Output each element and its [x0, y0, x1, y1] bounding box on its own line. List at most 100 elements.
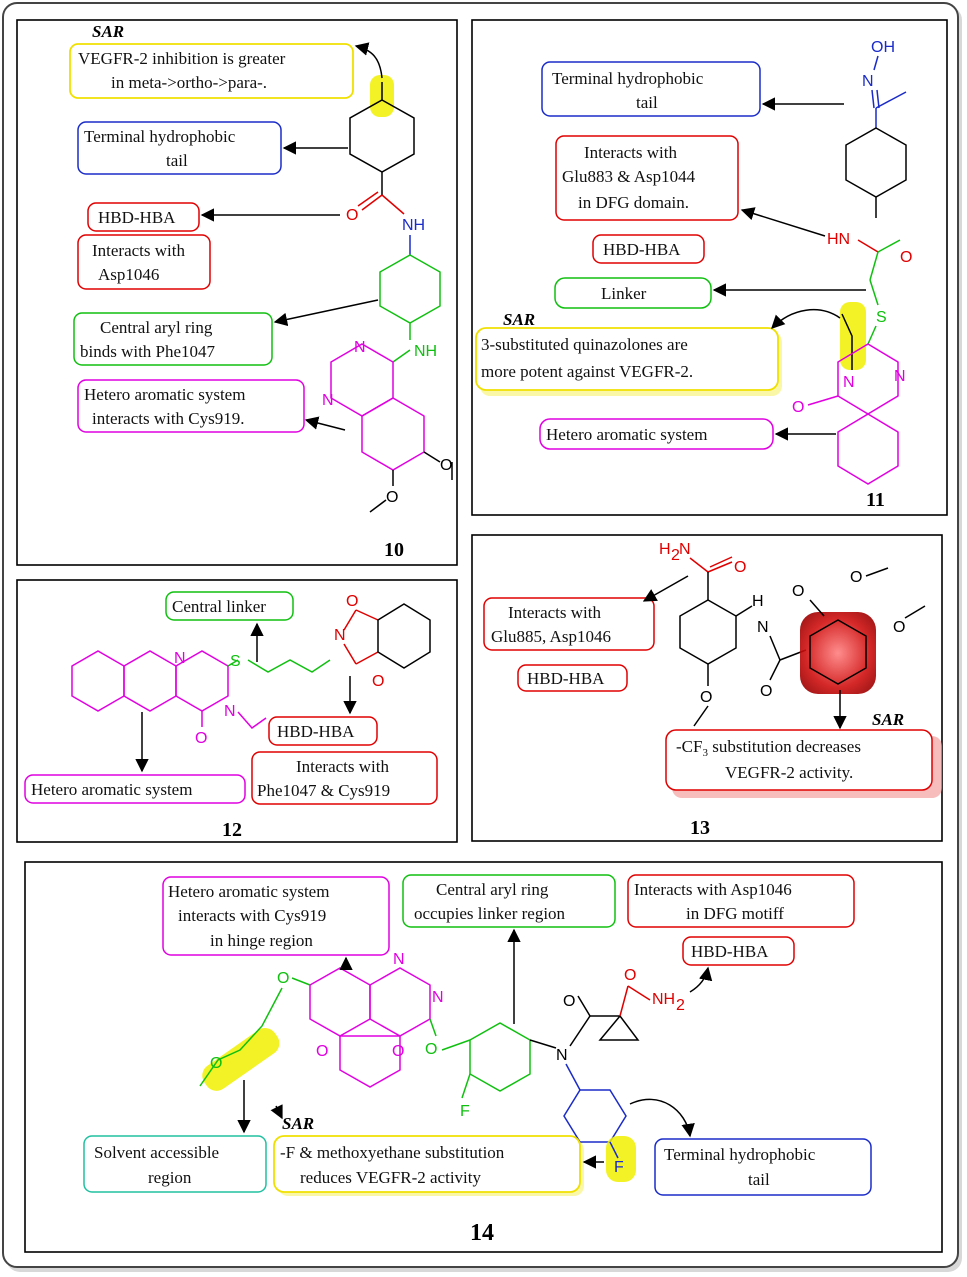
p13-glu-line1: Interacts with	[508, 603, 601, 622]
p11-glu-line2: Glu883 & Asp1044	[562, 167, 696, 186]
p11-atom-hn: HN	[827, 231, 850, 248]
panel-12-border	[16, 579, 458, 843]
p13-atom-o2: O	[700, 689, 712, 706]
p11-tail-line1: Terminal hydrophobic	[552, 69, 704, 88]
p11-sar-line2: more potent against VEGFR-2.	[481, 362, 693, 381]
p13-atom-h: H	[659, 541, 671, 558]
p12-atom-o1: O	[195, 730, 207, 747]
p14-tail-line2: tail	[748, 1170, 770, 1189]
p10-hbd-box	[87, 202, 200, 232]
p10-central-line2: binds with Phe1047	[80, 342, 216, 361]
p12-ring-phthal	[377, 603, 431, 669]
p10-asp-line1: Interacts with	[92, 241, 185, 260]
p10-atom-nh2: NH	[414, 343, 437, 360]
p14-asp-line2: in DFG motiff	[686, 904, 784, 923]
p14-atom-o3: O	[425, 1041, 437, 1058]
panel-10: O NH NH N N O O SAR VEGFR-2 inhibition i…	[16, 19, 458, 566]
p11-glu-line1: Interacts with	[584, 143, 677, 162]
p10-sar-line1: VEGFR-2 inhibition is greater	[78, 49, 286, 68]
p13-compound-number: 13	[690, 817, 710, 839]
p11-sar-highlight	[840, 302, 866, 370]
p10-tail-line2: tail	[166, 151, 188, 170]
p11-hbd-label: HBD-HBA	[603, 240, 681, 259]
p12-linker-box	[165, 591, 294, 621]
p11-tail-box	[541, 61, 761, 117]
p10-tail-box	[77, 121, 282, 175]
p14-tail-box	[654, 1138, 872, 1196]
p14-tail-line1: Terminal hydrophobic	[664, 1145, 816, 1164]
panel-10-border	[16, 19, 458, 566]
p11-ring-benzo	[837, 413, 899, 485]
p14-atom-nh2-sub: 2	[676, 997, 685, 1014]
panel-11-border	[471, 19, 948, 516]
p11-hetero-label: Hetero aromatic system	[546, 425, 707, 444]
p10-atom-nh: NH	[402, 217, 425, 234]
p12-phe-box	[251, 751, 438, 805]
p11-glu-box	[555, 135, 739, 221]
panel-14-border	[24, 861, 943, 1253]
panel-11: OH N HN O S N N O Terminal hydrophobic t…	[471, 19, 948, 516]
p10-tail-line1: Terminal hydrophobic	[84, 127, 236, 146]
p14-asp-line1: Interacts with Asp1046	[634, 880, 792, 899]
p11-tail-line2: tail	[636, 93, 658, 112]
p12-hetero-box	[24, 774, 246, 804]
p13-atom-o3: O	[760, 683, 772, 700]
p10-atom-n2: N	[322, 392, 334, 409]
p14-atom-o2: O	[392, 1043, 404, 1060]
p14-compound-number: 14	[470, 1220, 494, 1246]
p14-sar-line1: -F & methoxyethane substitution	[280, 1143, 505, 1162]
p12-hbd-box	[268, 716, 378, 746]
p14-central-box	[402, 874, 616, 928]
p13-atom-h: H	[752, 593, 764, 610]
p12-hbd-label: HBD-HBA	[277, 722, 355, 741]
p11-atom-o2: O	[792, 399, 804, 416]
p10-central-box	[73, 312, 273, 366]
p14-solvent-line2: region	[148, 1168, 192, 1187]
p12-atom-n3: N	[334, 627, 346, 644]
p12-linker-label: Central linker	[172, 597, 266, 616]
p10-central-line1: Central aryl ring	[100, 318, 213, 337]
svg-text:O: O	[624, 967, 636, 984]
p10-hetero-line2: interacts with Cys919.	[92, 409, 245, 428]
p14-hetero-box	[162, 876, 390, 956]
p14-hbd-label: HBD-HBA	[691, 942, 769, 961]
p12-compound-number: 12	[222, 819, 242, 841]
p13-atom-h2n-n: N	[679, 541, 691, 558]
p10-asp-box	[77, 234, 211, 290]
p11-sar-tag: SAR	[503, 310, 535, 329]
p10-sar-line2: in meta->ortho->para-.	[111, 73, 267, 92]
p11-atom-s: S	[876, 309, 887, 326]
p10-sar-box	[69, 43, 354, 99]
p11-sar-box	[475, 327, 779, 391]
p14-sar-tag: SAR	[282, 1114, 314, 1133]
p14-asp-box	[627, 874, 855, 928]
p14-atom-o1: O	[316, 1043, 328, 1060]
p14-atom-f2: F	[614, 1159, 624, 1176]
panel-12: N N O S N O O Central linker HBD-HBA Int…	[16, 579, 458, 843]
p10-hetero-box	[77, 379, 305, 433]
p11-atom-o: O	[900, 249, 912, 266]
p12-atom-o3: O	[372, 673, 384, 690]
panel-14: N N O O O F O O N O O NH 2	[24, 861, 943, 1253]
p13-atom-o5: O	[850, 569, 862, 586]
p11-linker-label: Linker	[601, 284, 647, 303]
p13-sar-tag: SAR	[872, 710, 904, 729]
p14-atom-o5: O	[210, 1055, 222, 1072]
p13-hbd-label: HBD-HBA	[527, 669, 605, 688]
p13-ring-trimethoxy	[809, 619, 867, 685]
p12-hetero-label: Hetero aromatic system	[31, 780, 192, 799]
p13-atom-o4: O	[792, 583, 804, 600]
p14-central-line1: Central aryl ring	[436, 880, 549, 899]
p10-atom-o: O	[346, 207, 358, 224]
p14-atom-n3: N	[556, 1047, 568, 1064]
p14-atom-nh2: NH	[652, 991, 675, 1008]
p12-atom-n1: N	[174, 650, 186, 667]
p11-linker-box	[554, 277, 712, 309]
p14-sar-box	[273, 1135, 581, 1193]
p11-hbd-box	[592, 234, 705, 264]
p14-hetero-line3: in hinge region	[210, 931, 313, 950]
p10-atom-o3: O	[386, 489, 398, 506]
p13-sar-line2: VEGFR-2 activity.	[725, 763, 853, 782]
p10-sar-tag: SAR	[92, 22, 124, 41]
